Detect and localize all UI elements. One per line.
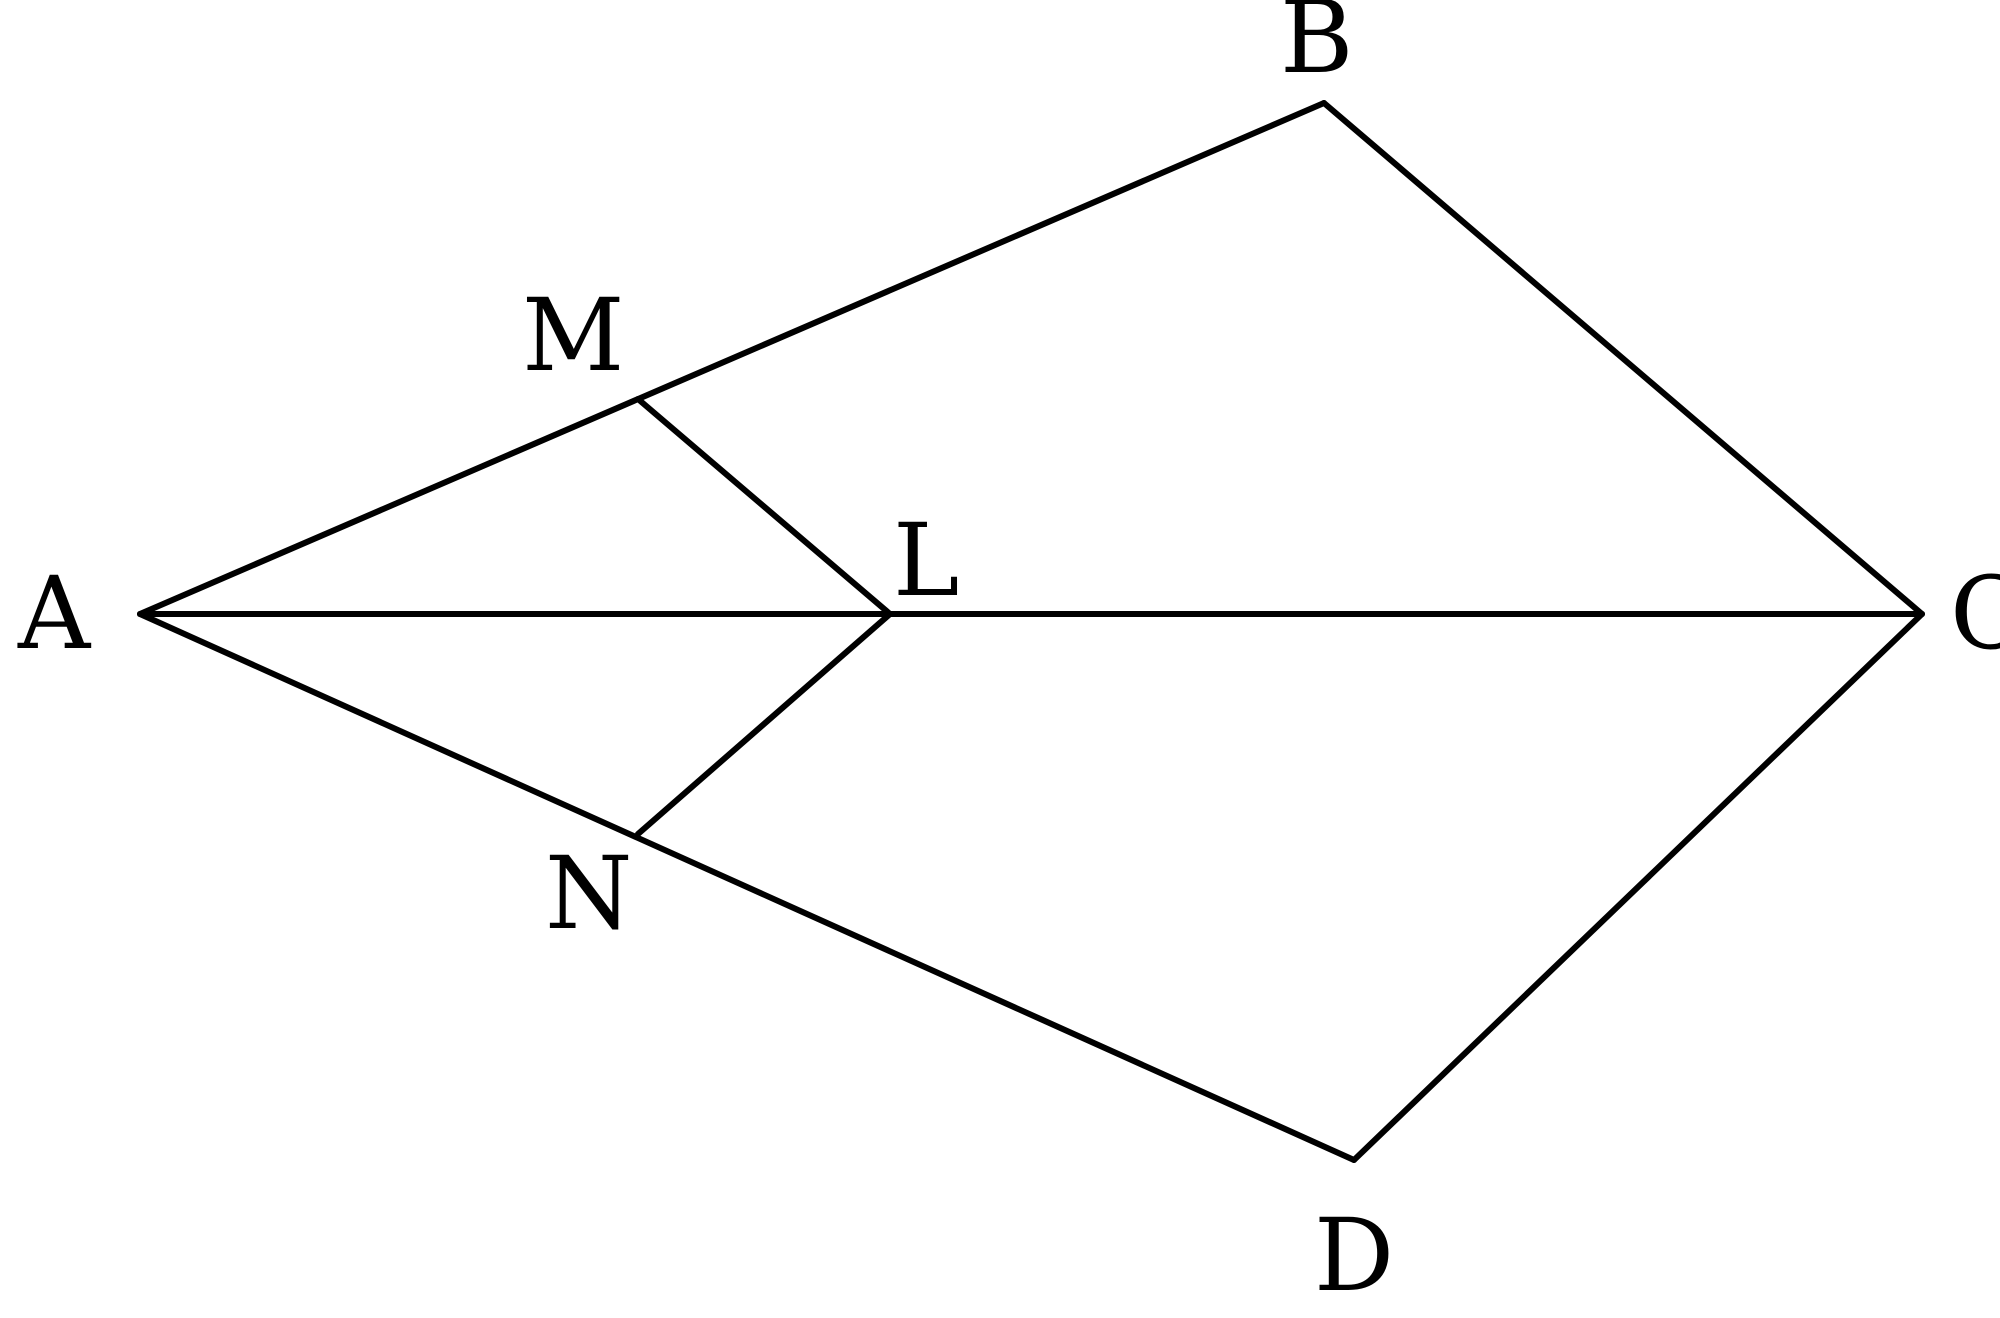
segment-CD <box>1351 611 1925 1163</box>
segment-ML <box>635 396 893 617</box>
vertex-label-M: M <box>522 277 624 394</box>
vertex-label-L: L <box>893 502 959 619</box>
vertex-label-D: D <box>1314 1197 1394 1314</box>
segment-AB <box>137 100 1327 617</box>
vertex-label-N: N <box>545 835 633 952</box>
segment-DA <box>137 611 1357 1163</box>
vertex-label-A: A <box>17 555 92 672</box>
segment-BC <box>1321 100 1925 617</box>
vertex-label-C: C <box>1950 555 2000 672</box>
segment-NL <box>635 611 893 837</box>
vertex-label-B: B <box>1280 0 1354 96</box>
